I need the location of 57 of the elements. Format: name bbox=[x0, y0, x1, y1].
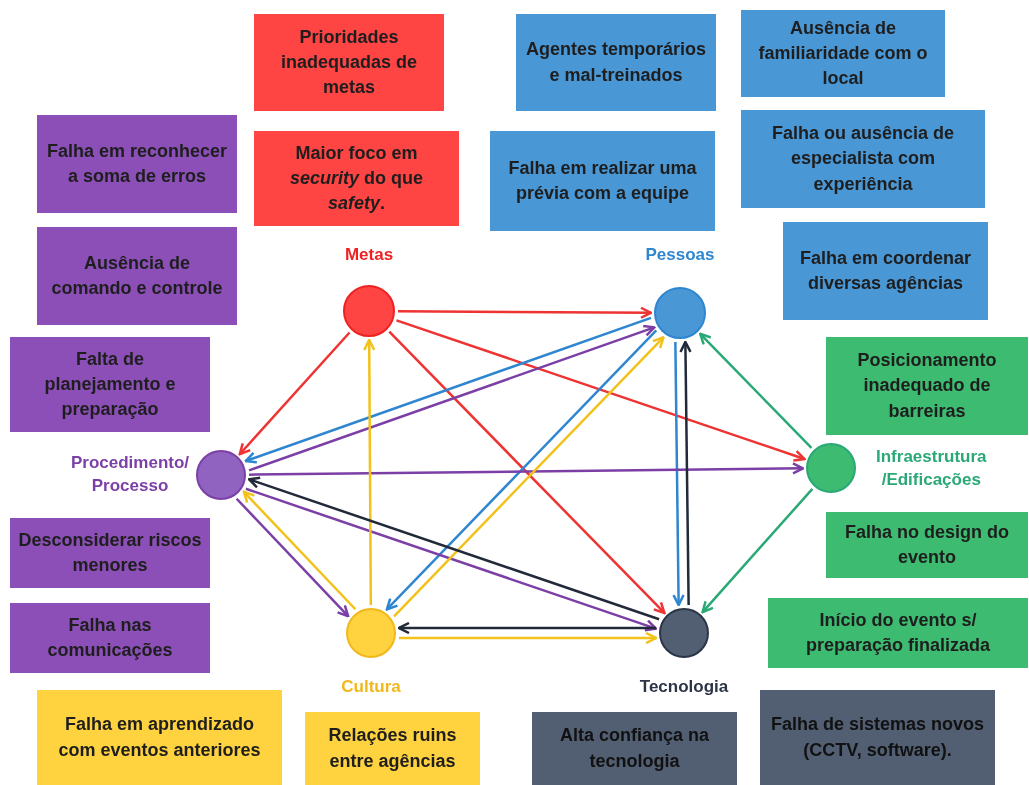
node-label: Infraestrutura /Edificações bbox=[876, 446, 987, 491]
node-label: Pessoas bbox=[645, 244, 715, 266]
node-label: Tecnologia bbox=[639, 676, 729, 698]
text-card bbox=[37, 115, 237, 213]
card-text: Prioridades inadequadas de metas bbox=[279, 25, 418, 100]
arrow bbox=[398, 306, 653, 319]
card-text: Falha ou ausência de especialista com experiência bbox=[770, 122, 956, 196]
text-card bbox=[760, 690, 995, 785]
text-card bbox=[10, 337, 210, 432]
card-text: Falha nas comunicações bbox=[46, 613, 174, 662]
text-card bbox=[490, 131, 715, 231]
arrow bbox=[679, 340, 692, 605]
node-label: Procedimento/ Processo bbox=[70, 452, 190, 497]
text-card bbox=[305, 712, 480, 785]
arrow bbox=[672, 342, 685, 607]
card-text: Início do evento s/ preparação finalizada bbox=[804, 608, 992, 657]
card-text: Posicionamento inadequado de barreiras bbox=[856, 349, 998, 423]
text-card bbox=[37, 227, 237, 325]
card-text: Falha em coordenar diversas agências bbox=[798, 246, 973, 295]
text-card bbox=[532, 712, 737, 785]
arrow bbox=[396, 319, 806, 462]
text-card bbox=[741, 110, 985, 208]
text-card bbox=[783, 222, 988, 320]
card-text: Falta de planejamento e preparação bbox=[43, 347, 177, 422]
card-text: Falha em aprendizado com eventos anteriores bbox=[57, 713, 262, 762]
node-label: Metas bbox=[344, 244, 394, 266]
text-card bbox=[826, 337, 1028, 435]
node-label: Cultura bbox=[341, 676, 401, 698]
card-text: Falha de sistemas novos (CCTV, software). bbox=[769, 713, 986, 762]
arrow bbox=[238, 331, 351, 456]
arrow bbox=[399, 631, 658, 645]
card-text: Ausência de comando e controle bbox=[50, 251, 224, 300]
arrow bbox=[699, 332, 813, 449]
text-card bbox=[741, 10, 945, 97]
card-text: Agentes temporários e mal-treinados bbox=[524, 38, 707, 87]
text-card bbox=[10, 603, 210, 673]
card-text: Alta confiança na tecnologia bbox=[558, 724, 710, 773]
arrow bbox=[242, 490, 357, 611]
card-text: Falha no design do evento bbox=[844, 520, 1010, 569]
card-text: Relações ruins entre agências bbox=[327, 724, 458, 773]
card-text: Ausência de familiaridade com o local bbox=[757, 16, 929, 91]
text-card bbox=[516, 14, 716, 111]
arrow bbox=[701, 488, 814, 614]
arrow bbox=[363, 338, 376, 605]
text-card bbox=[10, 518, 210, 588]
text-card bbox=[254, 14, 444, 111]
arrow bbox=[397, 621, 656, 635]
card-text: Falha em realizar uma prévia com a equipe bbox=[507, 156, 698, 205]
text-card bbox=[826, 512, 1028, 578]
card-text: Maior foco em security do que safety. bbox=[288, 141, 424, 216]
text-card bbox=[37, 690, 282, 785]
card-text: Falha em reconhecer a soma de erros bbox=[45, 139, 229, 188]
card-text: Desconsiderar riscos menores bbox=[18, 528, 202, 577]
text-card bbox=[768, 598, 1028, 668]
arrow bbox=[249, 462, 805, 476]
arrow bbox=[235, 497, 350, 618]
text-card bbox=[254, 131, 459, 226]
